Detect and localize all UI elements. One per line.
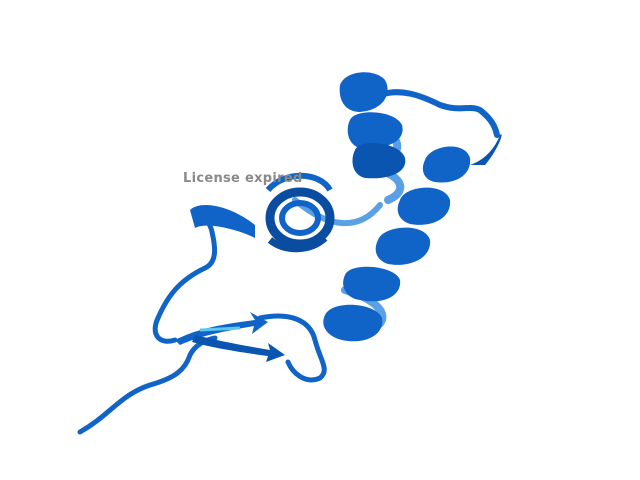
- long-helix: [323, 72, 406, 342]
- license-watermark: License expired: [183, 171, 303, 186]
- coil-left: [152, 212, 218, 344]
- coil-tail: [77, 335, 218, 435]
- short-helix: [190, 172, 335, 253]
- coil-top: [377, 89, 500, 138]
- beta-hairpin: [175, 312, 327, 383]
- diagonal-helix: [375, 134, 502, 265]
